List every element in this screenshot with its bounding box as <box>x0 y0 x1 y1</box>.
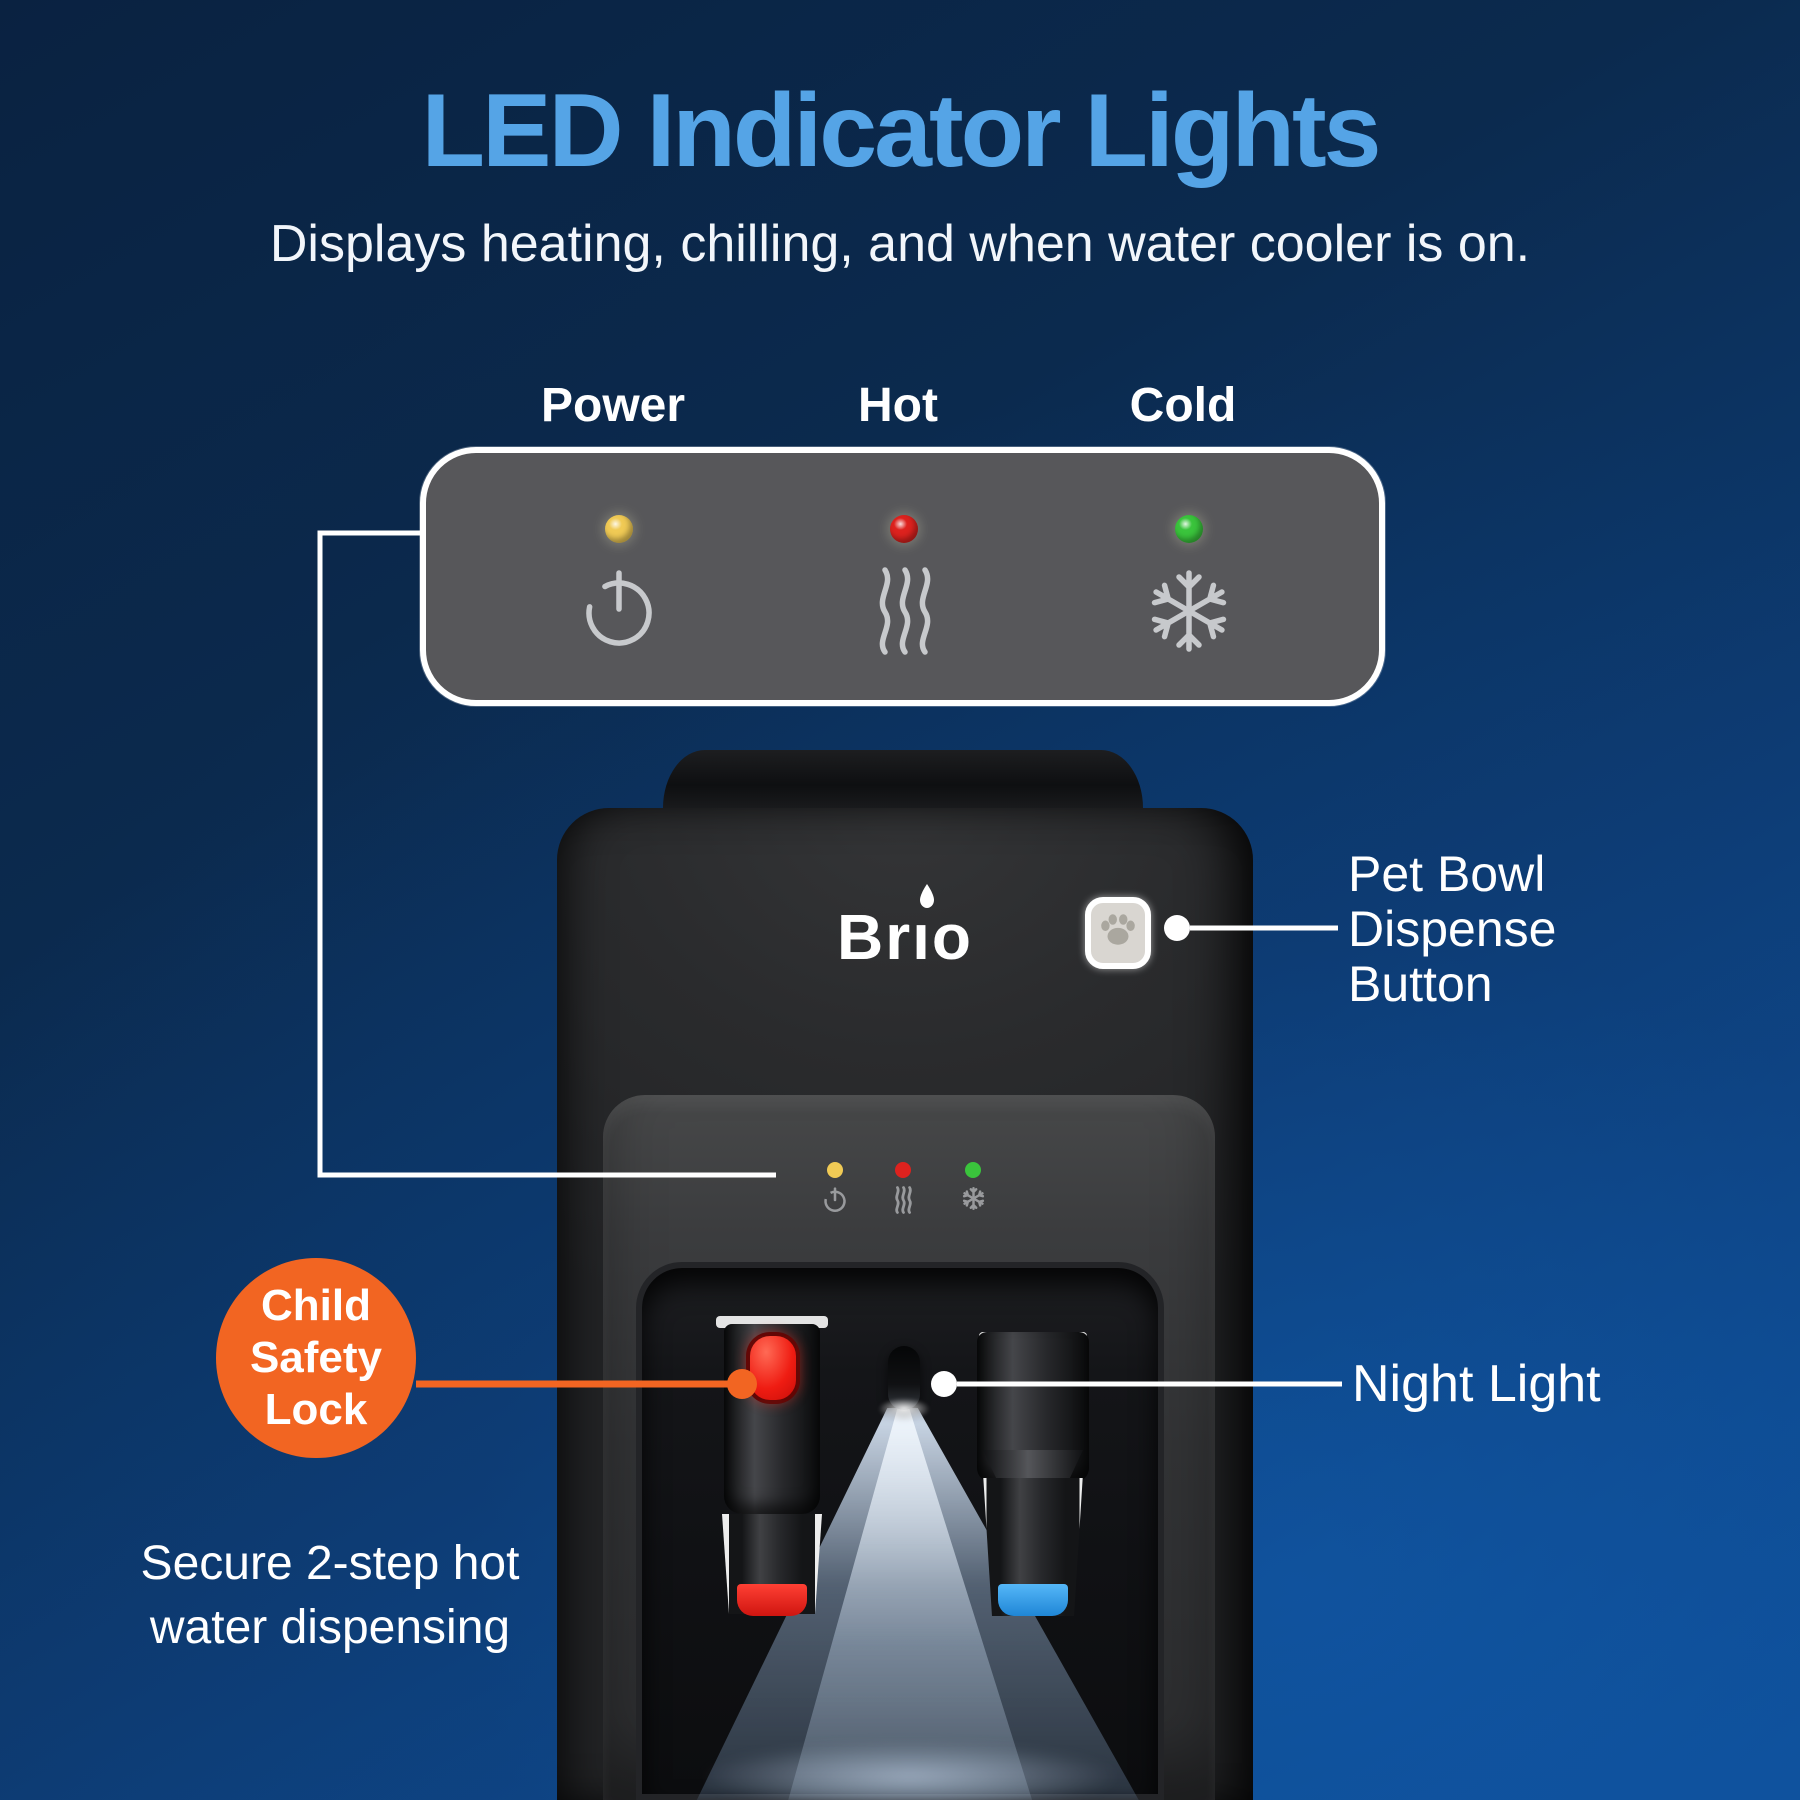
child-safety-note: Secure 2-step hot water dispensing <box>110 1532 550 1660</box>
hot-led <box>890 515 918 543</box>
paw-print-icon <box>1101 914 1135 945</box>
cold-faucet-seam <box>983 1450 1083 1480</box>
page-subtitle: Displays heating, chilling, and when wat… <box>269 215 1531 273</box>
snowflake-icon <box>1151 570 1227 652</box>
child-safety-lock-badge: Child Safety Lock <box>216 1258 416 1458</box>
night-light-callout: Night Light <box>1352 1355 1601 1413</box>
water-drop-icon <box>920 884 934 908</box>
brand-logo: Brıo <box>830 884 980 974</box>
night-light-glow <box>878 1398 930 1420</box>
power-label: Power <box>540 379 686 432</box>
pet-bowl-callout-line2: Dispense <box>1348 901 1557 957</box>
pet-bowl-callout: Pet Bowl Dispense Button <box>1348 847 1556 1012</box>
mini-heat-waves-icon <box>895 1186 912 1214</box>
power-led <box>605 515 633 543</box>
heat-waves-icon <box>879 567 931 655</box>
note-line2: water dispensing <box>149 1601 511 1654</box>
mini-hot-led <box>895 1162 911 1178</box>
mini-power-icon <box>824 1187 846 1212</box>
badge-line1: Child <box>261 1281 371 1330</box>
pet-bowl-dispense-button[interactable] <box>1085 897 1151 969</box>
cold-led <box>1175 515 1203 543</box>
cold-water-faucet[interactable] <box>977 1332 1089 1616</box>
note-line1: Secure 2-step hot <box>140 1537 520 1590</box>
pet-bowl-callout-line1: Pet Bowl <box>1348 846 1546 902</box>
mini-cold-led <box>965 1162 981 1178</box>
cold-faucet-tip <box>998 1584 1068 1616</box>
light-pool <box>700 1742 1120 1800</box>
badge-line3: Lock <box>264 1385 368 1434</box>
power-icon <box>586 570 652 646</box>
cold-label: Cold <box>1129 379 1237 432</box>
hot-water-faucet[interactable] <box>716 1316 828 1616</box>
led-indicator-panel <box>420 447 1385 706</box>
page-title: LED Indicator Lights <box>421 73 1382 189</box>
mini-snowflake-icon <box>962 1186 985 1211</box>
hot-label: Hot <box>858 379 938 432</box>
hot-faucet-tip <box>737 1584 807 1616</box>
pet-bowl-callout-line3: Button <box>1348 956 1493 1012</box>
mini-power-led <box>827 1162 843 1178</box>
child-safety-lock-paddle[interactable] <box>746 1332 800 1404</box>
badge-line2: Safety <box>249 1333 383 1382</box>
brand-logo-text: Brıo <box>837 901 973 973</box>
